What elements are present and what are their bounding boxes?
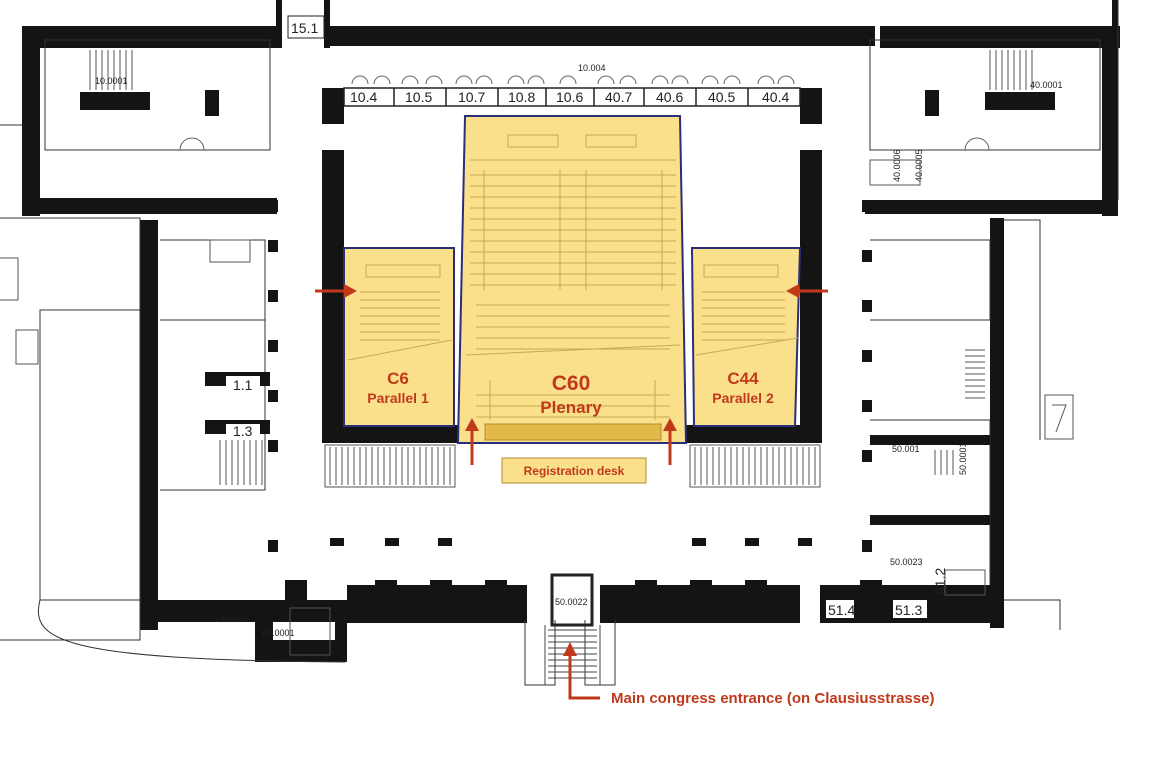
room-label: 51.4: [828, 602, 855, 618]
room-label: 10.8: [508, 89, 535, 105]
hall-c44-code: C44: [727, 369, 759, 388]
room-label: Liftraum: [215, 614, 248, 624]
hall-c60[interactable]: [456, 115, 688, 444]
hall-c60-code: C60: [552, 372, 591, 395]
room-label: 40.6: [656, 89, 683, 105]
room-label: 40.0005: [914, 149, 924, 182]
hall-c44[interactable]: [690, 247, 802, 427]
room-label: 10.0001: [95, 76, 128, 86]
room-label: 1.1: [233, 377, 253, 393]
room-label: 10.5: [405, 89, 432, 105]
room-label: 50.001: [892, 444, 920, 454]
room-label: 51.2: [932, 568, 948, 595]
hall-c6[interactable]: [343, 247, 455, 427]
corridor-room-label: 10.004: [578, 63, 606, 73]
registration-desk-label: Registration desk: [524, 464, 625, 478]
room-label: 40.0001: [1030, 80, 1063, 90]
tower-room-box: [287, 15, 325, 39]
tower-room-label: 15.1: [291, 20, 318, 36]
inner-walls: [205, 88, 990, 608]
room-label: 40.4: [762, 89, 789, 105]
hall-c60-label: Plenary: [540, 398, 602, 417]
fixtures: [0, 159, 1074, 596]
room-label: 40.7: [605, 89, 632, 105]
hall-c44-label: Parallel 2: [712, 390, 774, 406]
hall-c6-code: C6: [387, 369, 409, 388]
room-label: 67.0001: [262, 628, 295, 638]
top-room-labels: 10.4 10.5 10.7 10.8 10.6 40.7 40.6 40.5 …: [350, 89, 789, 105]
room-label: 10.4: [350, 89, 377, 105]
entrance-stairs: [544, 573, 601, 685]
room-label: 50.0022: [555, 597, 588, 607]
room-label: 10.7: [458, 89, 485, 105]
misc-room-labels: 1.1 1.3 50.001 50.0001 50.0023 50.0022 5…: [95, 76, 1063, 638]
room-label: 40.0006: [892, 149, 902, 182]
registration-desk-box[interactable]: [501, 457, 647, 484]
hall-c6-label: Parallel 1: [367, 390, 429, 406]
room-label: 10.6: [556, 89, 583, 105]
top-room-strip: [343, 87, 801, 107]
room-label: 1.3: [233, 423, 253, 439]
room-label: 40.5: [708, 89, 735, 105]
room-label: 51.3: [895, 602, 922, 618]
room-label: 50.0023: [890, 557, 923, 567]
arrows: [315, 284, 828, 700]
corridor-arcs: [179, 75, 990, 151]
room-label: 50.0001: [958, 442, 968, 475]
top-strip-dividers: [393, 88, 749, 106]
lobby-stairs: [89, 50, 1033, 656]
entrance-label: Main congress entrance (on Clausiusstras…: [611, 690, 934, 707]
